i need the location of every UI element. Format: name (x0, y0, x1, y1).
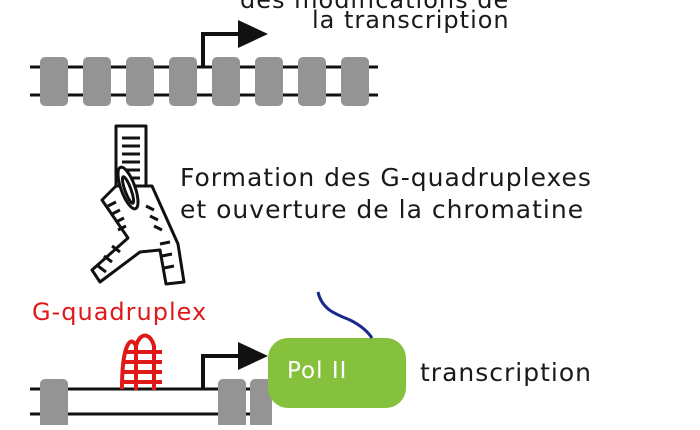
nucleosome (250, 379, 272, 429)
chromatin-closed (30, 20, 378, 106)
transcription-label: transcription (420, 358, 592, 387)
gquadruplex-structure (120, 333, 162, 390)
formation-caption: Formation des G-quadruplexes et ouvertur… (180, 162, 592, 226)
chromatin-open (30, 291, 406, 429)
formation-line2: et ouverture de la chromatine (180, 195, 585, 224)
pol2-label: Pol II (287, 358, 348, 384)
nucleosome (169, 57, 197, 106)
nucleosome (212, 57, 240, 106)
zipper-icon (90, 124, 186, 286)
top-caption-line1: des modifications de (240, 0, 510, 14)
nucleosome (126, 57, 154, 106)
nucleosome (255, 57, 283, 106)
nucleosome (40, 379, 68, 429)
arrowhead (238, 20, 268, 48)
arrow-right-icon (201, 32, 240, 67)
formation-line1: Formation des G-quadruplexes (180, 163, 592, 192)
nucleosome (341, 57, 369, 106)
arrow-right-icon (201, 354, 240, 389)
gquadruplex-label: G-quadruplex (32, 298, 208, 326)
arrowhead (238, 342, 268, 370)
nucleosome (298, 57, 326, 106)
nucleosome (83, 57, 111, 106)
top-caption-line2: la transcription (312, 6, 510, 34)
pol2-box (268, 338, 406, 408)
nucleosome (40, 57, 68, 106)
rna-strand (316, 291, 374, 339)
nucleosome (218, 379, 246, 429)
